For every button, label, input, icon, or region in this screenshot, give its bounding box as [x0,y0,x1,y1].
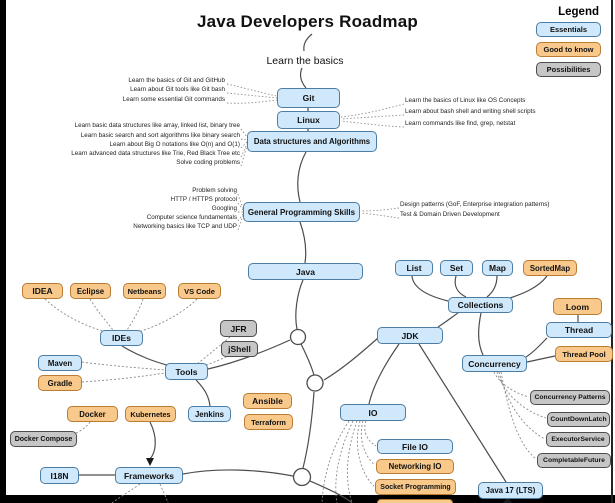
edge-io-below3 [321,420,350,503]
page-title: Java Developers Roadmap [197,12,418,31]
edge-junction2-junction3 [302,391,315,469]
edge-docker-dockercompose [49,421,91,440]
junction-node-1 [289,328,307,346]
edge-jdk-java17 [418,343,507,483]
edge-list-collections [411,275,449,302]
edge-io-below2 [335,420,354,503]
edge-jdk-io [368,343,400,405]
edge-junction1-junction2 [300,343,315,376]
edge-concurrency-patterns [493,371,530,398]
edge-dsa-gps [297,151,307,203]
junction-node-2 [306,374,324,392]
edge-tools-jenkins [195,379,211,407]
edge-gps-java [299,221,307,264]
note-link-gps-2 [237,202,244,211]
right-edge-line [611,0,613,503]
edge-title-subtitle [303,33,313,52]
edge-junction2-jdk [323,337,379,381]
edge-set-collections [454,275,467,298]
subtitle-learn-the-basics: Learn the basics [266,55,344,67]
note-link-linux-1 [340,103,405,118]
note-link-git-2 [226,92,278,99]
edge-idea-ides [44,298,104,332]
edge-concurrency-completablefuture [500,371,537,460]
edge-netbeans-ides [126,298,144,331]
left-edge-bar [0,0,6,503]
note-link-gps-1 [237,193,244,209]
legend-heading: Legend [558,6,599,18]
edge-vscode-ides [137,298,198,333]
note-link-git-1 [226,83,278,97]
junction-node-3 [292,467,312,487]
edge-java-junction1 [295,279,304,330]
edge-concurrency-threadpool [526,355,556,363]
edge-concurrency-thread [525,337,548,358]
edge-map-collections [486,275,498,298]
note-link-dsa-4 [240,143,248,158]
note-link-gps-right-1 [360,207,400,212]
note-link-gps-right-2 [360,212,400,219]
bottom-edge-bar [0,495,615,503]
edge-frameworks-below2 [159,483,169,503]
edge-kubernetes-frameworks [149,421,156,460]
edge-io-socketprogramming [356,420,375,487]
legend-item-good: Good to know [536,42,601,57]
note-link-git-3 [226,99,278,104]
note-link-dsa-3 [240,141,248,149]
edge-io-below1 [346,420,358,503]
edge-ides-tools [121,345,171,367]
note-link-dsa-2 [240,138,248,141]
edge-jdk-collections [437,312,459,328]
note-link-linux-3 [340,120,405,128]
edge-subtitle-git [300,67,307,89]
edge-frameworks-below1 [111,483,141,503]
note-link-gps-5 [237,215,244,231]
arrowhead-java17 [503,497,512,503]
edge-io-networkingio [360,420,376,466]
note-link-dsa-1 [240,128,248,138]
note-link-gps-4 [237,213,244,222]
edge-collections-concurrency [478,312,484,356]
edge-maven-tools [81,361,166,371]
arrowhead-frameworks [146,458,154,466]
edge-sortedmap-collections [509,275,548,299]
legend-item-essential: Essentials [536,22,601,37]
edge-eclipse-ides [89,298,114,331]
edge-gradle-tools [81,372,166,383]
note-link-linux-2 [340,114,405,120]
edge-io-fileio [364,420,377,447]
edge-jshell-tools [201,354,231,367]
edge-frameworks-junction3 [182,469,294,477]
edge-jfr-tools [196,336,231,365]
edge-concurrency-executorservice [498,371,546,440]
edge-tools-junction1 [207,339,291,370]
edge-junction3-bottom [309,480,353,503]
legend-item-possibility: Possibilities [536,62,601,77]
